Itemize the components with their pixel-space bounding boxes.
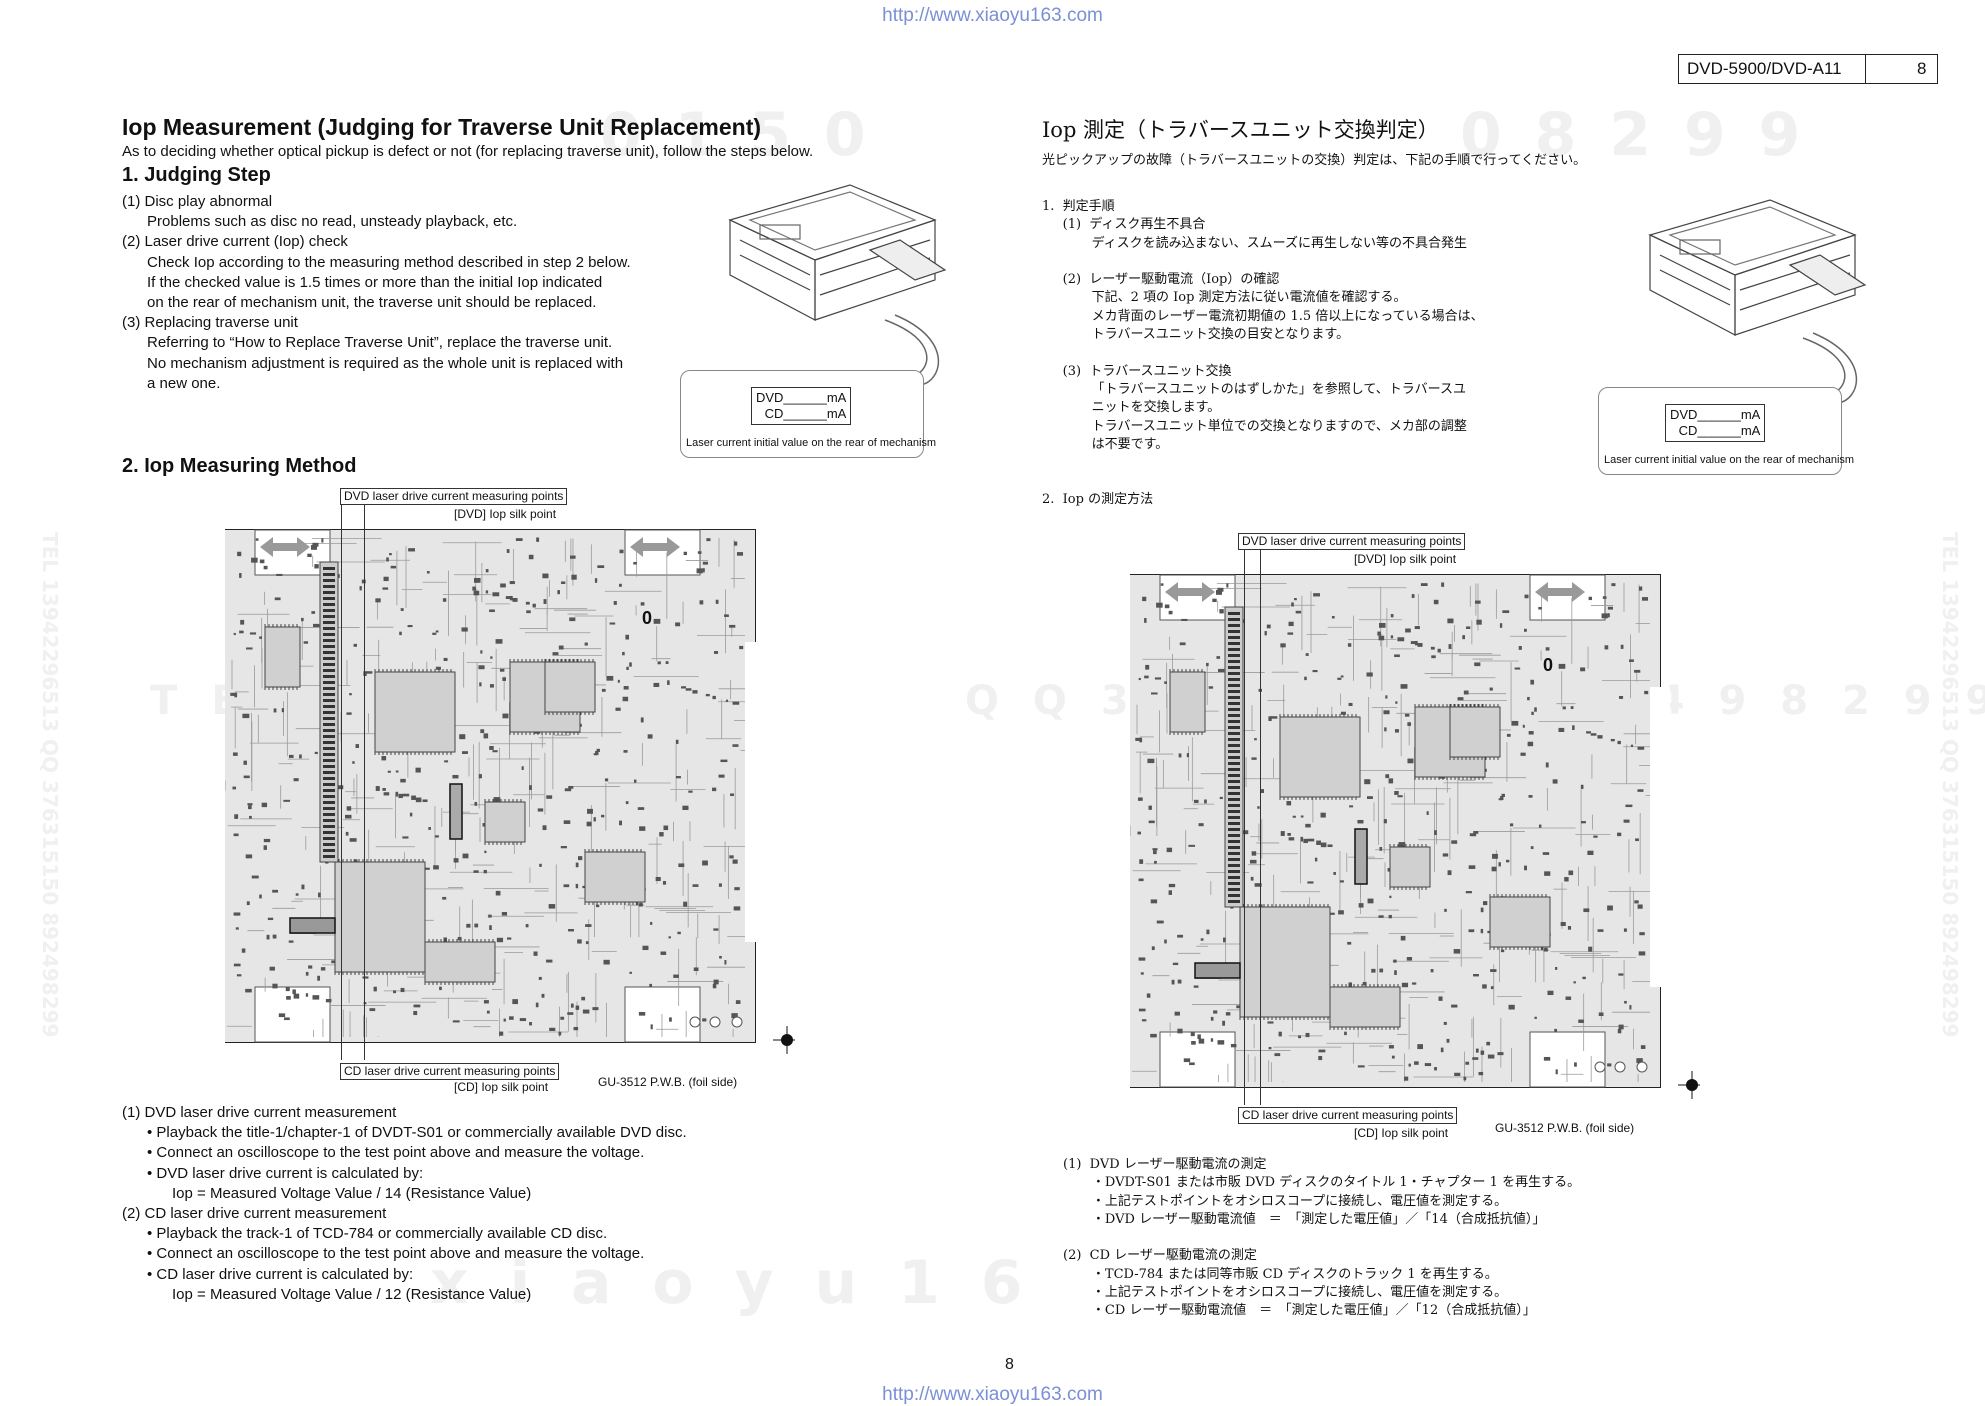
cd-measuring-points-label: CD laser drive current measuring points (1238, 1107, 1458, 1124)
pcb-marker-zero: 0 (1543, 655, 1554, 675)
watermark: 0 1 5 0 (600, 100, 872, 170)
watermark-side: TEL 13942296513 QQ 376315150 892498299 (1938, 532, 1962, 1038)
cd-measuring-points-label: CD laser drive current measuring points (340, 1063, 560, 1080)
cd-pointer-line (364, 505, 365, 1060)
dvd-measuring-points-label: DVD laser drive current measuring points (1238, 533, 1466, 550)
judging-steps: (1) Disc play abnormal Problems such as … (122, 193, 631, 392)
jp-intro-text: 光ピックアップの故障（トラバースユニットの交換）判定は、下記の手順で行ってくださ… (1042, 153, 1587, 168)
jp-measurement-instructions: (1) DVD レーザー駆動電流の測定 ・DVDT-S01 または市販 DVD … (1063, 1157, 1581, 1319)
footer-page-number: 8 (1005, 1356, 1014, 1373)
cd-current-label: CD______mA (764, 406, 847, 421)
intro-text: As to deciding whether optical pickup is… (122, 143, 814, 160)
watermark: x i a o y u 1 6 (430, 1248, 1033, 1318)
dvd-silk-point-label: [DVD] Iop silk point (454, 507, 557, 521)
model-header: DVD-5900/DVD-A11 8 (1678, 54, 1938, 84)
cd-pointer-line (1260, 550, 1261, 1105)
mechanism-illustration (1648, 199, 1867, 336)
cd-silk-point-label: [CD] Iop silk point (1354, 1126, 1449, 1140)
pcb-diagram (1130, 574, 1700, 1099)
cd-silk-point-label: [CD] Iop silk point (454, 1080, 549, 1094)
pcb-marker-zero: 0 (642, 608, 653, 628)
section-2-title: 2. Iop Measuring Method (122, 455, 357, 477)
header-page-number: 8 (1917, 59, 1927, 78)
dvd-pointer-line (1244, 550, 1245, 1105)
dvd-pointer-line (341, 505, 342, 1060)
section-1-title: 1. Judging Step (122, 164, 271, 186)
laser-current-caption: Laser current initial value on the rear … (1604, 454, 1855, 466)
dvd-current-label: DVD______mA (756, 390, 847, 405)
watermark: 0 8 2 9 9 (1460, 100, 1807, 170)
laser-current-callout: DVD______mA CD______mA Laser current ini… (680, 370, 936, 458)
jp-section-2-title: 2. Iop の測定方法 (1042, 492, 1154, 507)
pcb-diagram (225, 529, 795, 1054)
model-name: DVD-5900/DVD-A11 (1687, 59, 1842, 78)
measurement-instructions: (1) DVD laser drive current measurement … (122, 1104, 687, 1303)
jp-page-title: Iop 測定（トラバースユニット交換判定） (1042, 118, 1439, 142)
board-name-label: GU-3512 P.W.B. (foil side) (598, 1075, 738, 1089)
page-title: Iop Measurement (Judging for Traverse Un… (122, 114, 762, 140)
dvd-silk-point-label: [DVD] Iop silk point (1354, 552, 1457, 566)
laser-current-caption: Laser current initial value on the rear … (686, 437, 937, 449)
laser-current-callout: DVD______mA CD______mA Laser current ini… (1598, 387, 1854, 475)
jp-judging-steps: 1. 判定手順 (1) ディスク再生不具合 ディスクを読み込まない、スムーズに再… (1042, 199, 1484, 452)
cd-current-label: CD______mA (1678, 423, 1761, 438)
mechanism-illustration (728, 184, 947, 321)
laser-current-label: DVD______mA CD______mA (751, 387, 852, 425)
watermark-side: TEL 13942296513 QQ 376315150 892498299 (38, 532, 62, 1038)
site-url-bottom[interactable]: http://www.xiaoyu163.com (882, 1384, 1103, 1405)
dvd-current-label: DVD______mA (1670, 407, 1761, 422)
board-name-label: GU-3512 P.W.B. (foil side) (1495, 1121, 1635, 1135)
laser-current-label: DVD______mA CD______mA (1665, 404, 1766, 442)
dvd-measuring-points-label: DVD laser drive current measuring points (340, 488, 568, 505)
site-url-top[interactable]: http://www.xiaoyu163.com (882, 5, 1103, 26)
